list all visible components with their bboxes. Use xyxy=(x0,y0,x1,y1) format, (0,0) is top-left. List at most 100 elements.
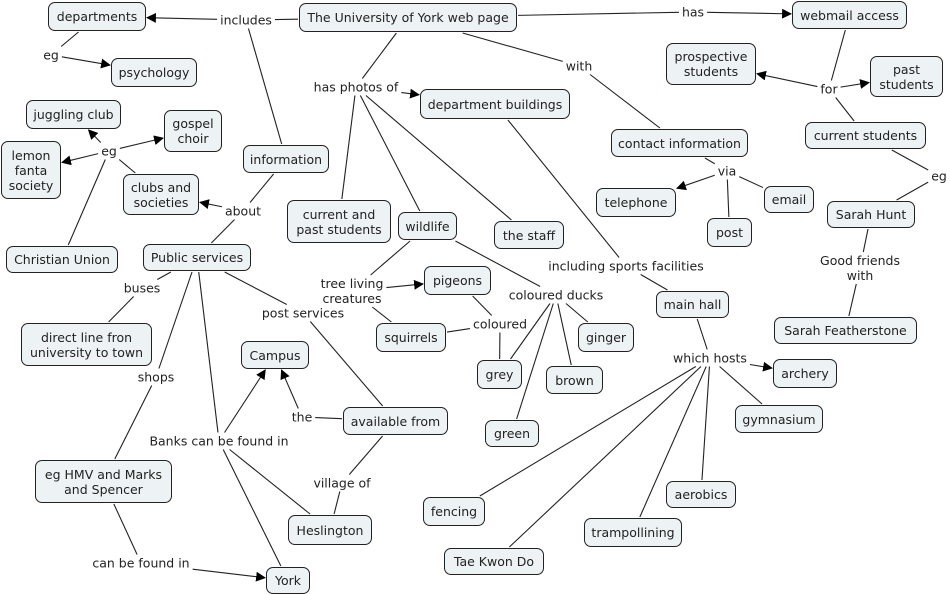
concept-squirrels[interactable]: squirrels xyxy=(376,323,446,352)
connection-whichhosts-archery xyxy=(749,361,773,372)
connection-deptbuild-including xyxy=(507,119,620,258)
link-buses: buses xyxy=(121,280,163,296)
connection-colducks-green xyxy=(516,303,554,420)
connection-colducks-brown xyxy=(557,303,572,366)
connection-hasphotos-wildlife xyxy=(359,95,421,212)
connection-villageof-heslington xyxy=(333,491,341,515)
concept-webmail-access[interactable]: webmail access xyxy=(792,1,907,29)
concept-past-students[interactable]: past students xyxy=(870,56,943,97)
connection-treeliving-pigeons xyxy=(386,279,424,290)
link-includes: includes xyxy=(218,12,274,28)
concept-york[interactable]: York xyxy=(266,567,310,594)
connection-with-contact xyxy=(589,74,661,129)
concept-contact-information[interactable]: contact information xyxy=(611,129,748,157)
connection-for-prospective xyxy=(756,70,818,88)
concept-psychology[interactable]: psychology xyxy=(111,58,197,87)
concept-archery[interactable]: archery xyxy=(773,359,837,388)
connection-whichhosts-fencing xyxy=(479,366,697,497)
concept-departments[interactable]: departments xyxy=(48,2,146,31)
concept-department-buildings[interactable]: department buildings xyxy=(420,89,570,119)
concept-wildlife[interactable]: wildlife xyxy=(398,212,457,240)
concept-direct-line-university-to-town[interactable]: direct line fron university to town xyxy=(21,323,152,366)
concept-main-hall[interactable]: main hall xyxy=(656,291,729,318)
connection-departments-eg1 xyxy=(60,31,79,47)
link-eg-clubs: eg xyxy=(99,143,119,159)
concept-green[interactable]: green xyxy=(485,420,539,447)
connection-available-villageof xyxy=(348,435,383,475)
connection-public-shops xyxy=(158,271,193,369)
connection-york-with xyxy=(462,32,563,62)
connection-whichhosts-taekwondo xyxy=(509,366,702,548)
link-good-friends-with: Good friends with xyxy=(815,253,905,283)
concept-sarah-hunt[interactable]: Sarah Hunt xyxy=(827,201,915,228)
link-including-sports-facilities: including sports facilities xyxy=(546,258,706,274)
connection-about-clubs xyxy=(199,199,223,209)
connection-squirrels-coloured xyxy=(446,328,471,333)
connection-whichhosts-trampolining xyxy=(639,366,707,518)
link-about: about xyxy=(222,203,264,219)
concept-post[interactable]: post xyxy=(707,218,752,247)
link-post-services: post services xyxy=(259,305,347,321)
connection-hasphotos-curpast xyxy=(341,95,356,200)
concept-tae-kwon-do[interactable]: Tae Kwon Do xyxy=(444,548,544,575)
link-eg-departments: eg xyxy=(41,47,61,63)
concept-fencing[interactable]: fencing xyxy=(423,497,485,526)
link-coloured: coloured xyxy=(470,316,530,332)
concept-hmv-and-marks-and-spencer[interactable]: eg HMV and Marks and Spencer xyxy=(35,460,172,503)
concept-pigeons[interactable]: pigeons xyxy=(424,266,491,295)
concept-aerobics[interactable]: aerobics xyxy=(666,481,736,508)
concept-email[interactable]: email xyxy=(764,186,814,213)
link-eg-current-students: eg xyxy=(929,168,949,184)
connection-wildlife-colducks xyxy=(455,240,541,287)
connection-colducks-ginger xyxy=(565,303,589,323)
concept-gymnasium[interactable]: gymnasium xyxy=(735,405,823,433)
concept-grey[interactable]: grey xyxy=(477,360,522,389)
concept-christian-union[interactable]: Christian Union xyxy=(6,246,118,273)
link-has-photos-of: has photos of xyxy=(311,79,401,95)
connection-wildlife-treeliving xyxy=(370,240,411,276)
connection-eg3-sarahhunt xyxy=(896,181,929,201)
concept-sarah-featherstone[interactable]: Sarah Featherstone xyxy=(774,317,917,344)
link-tree-living-creatures: tree living creatures xyxy=(318,276,386,306)
concept-information[interactable]: information xyxy=(243,145,329,173)
concept-public-services[interactable]: Public services xyxy=(143,244,251,271)
connection-information-about xyxy=(249,173,275,203)
concept-lemon-fanta-society[interactable]: lemon fanta society xyxy=(1,141,61,199)
connection-hasphotos-staff xyxy=(365,95,512,221)
connection-via-telephone xyxy=(676,174,715,191)
concept-current-and-past-students[interactable]: current and past students xyxy=(287,200,391,243)
connection-includes-information xyxy=(247,28,283,145)
concept-ginger[interactable]: ginger xyxy=(578,323,634,352)
connection-public-buses xyxy=(157,271,172,280)
concept-clubs-and-societies[interactable]: clubs and societies xyxy=(123,174,199,215)
connection-york-has xyxy=(517,11,679,16)
connection-eg2-juggling xyxy=(87,129,102,143)
connection-for-current xyxy=(835,97,855,122)
concept-university-of-york-web-page[interactable]: The University of York web page xyxy=(299,3,517,32)
concept-heslington[interactable]: Heslington xyxy=(288,515,372,545)
connection-for-past xyxy=(840,79,870,89)
concept-available-from[interactable]: available from xyxy=(343,407,448,435)
connection-via-email xyxy=(739,176,764,189)
concept-campus[interactable]: Campus xyxy=(241,341,309,369)
connection-postservices-available xyxy=(309,321,384,407)
concept-gospel-choir[interactable]: gospel choir xyxy=(164,110,222,152)
connection-the-campus xyxy=(280,369,299,409)
connection-sarahhunt-goodfriends xyxy=(862,228,869,253)
concept-trampolining[interactable]: trampollining xyxy=(584,518,682,547)
concept-telephone[interactable]: telephone xyxy=(596,188,676,217)
concept-brown[interactable]: brown xyxy=(546,366,603,394)
link-shops: shops xyxy=(135,369,177,385)
concept-prospective-students[interactable]: prospective students xyxy=(666,43,756,85)
concept-the-staff[interactable]: the staff xyxy=(494,221,564,249)
connection-eg2-christian xyxy=(67,159,106,246)
concept-juggling-club[interactable]: juggling club xyxy=(26,100,121,129)
connection-colducks-grey xyxy=(510,303,551,360)
connection-includes-departments xyxy=(146,12,218,23)
connection-treeliving-squirrels xyxy=(371,306,392,323)
connection-whichhosts-gymnasium xyxy=(719,366,763,405)
link-for: for xyxy=(818,81,840,97)
connection-banks-heslington xyxy=(229,449,311,515)
concept-current-students[interactable]: current students xyxy=(805,122,926,149)
